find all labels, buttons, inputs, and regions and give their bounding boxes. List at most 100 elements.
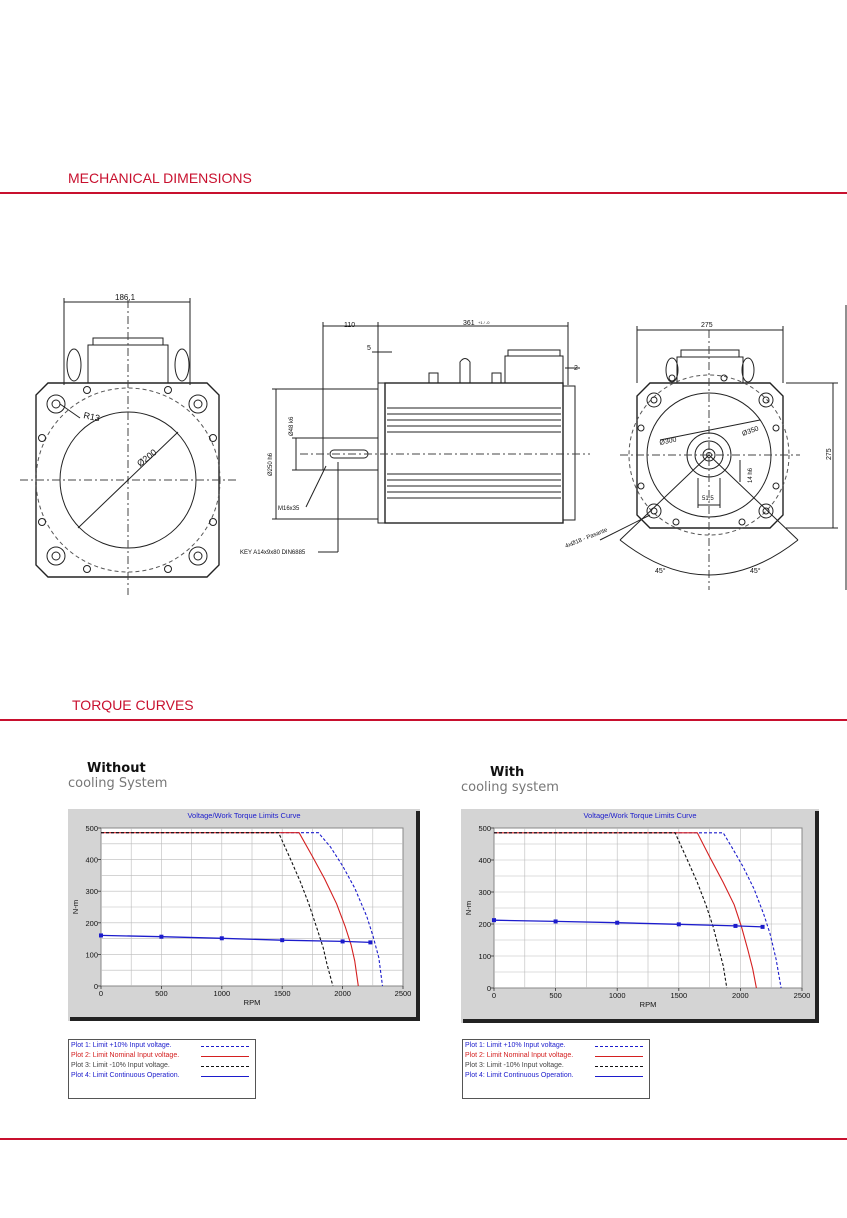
x-tick-label: 1000 [609,991,626,1000]
legend-item-plot3: Plot 3: Limit -10% Input voltage. [71,1062,170,1069]
legend-swatch [201,1056,249,1057]
series-line-plot3 [494,832,728,989]
chart-title: Voltage/Work Torque Limits Curve [583,811,696,820]
front-view [20,298,236,595]
y-tick-label: 400 [478,856,491,865]
side-dim-110: 110 [344,322,355,329]
series-marker-plot4 [492,918,496,923]
caption-with: With [490,765,525,780]
y-tick-label: 0 [94,982,98,991]
y-tick-label: 500 [85,824,98,833]
rear-d51-dim: 51,5 [702,496,714,502]
series-marker-plot4 [340,939,345,944]
legend-item-plot1: Plot 1: Limit +10% Input voltage. [71,1042,172,1049]
x-tick-label: 1500 [670,991,687,1000]
legend-item-plot4: Plot 4: Limit Continuous Operation. [465,1072,574,1079]
y-tick-label: 200 [85,919,98,928]
legend-swatch [201,1046,249,1047]
legend-swatch [201,1066,249,1067]
legend-item-plot2: Plot 2: Limit Nominal Input voltage. [71,1052,180,1059]
x-axis-label: RPM [640,1000,657,1009]
series-line-plot4 [493,919,763,928]
series-line-plot2 [494,832,757,989]
legend-swatch [595,1066,643,1067]
front-diameter-dim: Ø200 [135,447,159,468]
series-marker-plot4 [99,933,103,938]
side-dim-5: 5 [367,345,371,352]
series-marker-plot4 [676,922,681,927]
section-title-torque: TORQUE CURVES [72,697,194,713]
x-tick-label: 1000 [213,989,230,998]
front-width-dim: 186,1 [115,293,136,302]
series-marker-plot4 [760,924,765,929]
side-dim-2: 2 [574,365,578,372]
y-tick-label: 100 [85,950,98,959]
y-tick-label: 500 [478,824,491,833]
legend-without-cooling: Plot 1: Limit +10% Input voltage. Plot 2… [68,1039,256,1099]
rear-height-dim: 275 [826,448,833,460]
spigot-diameter-dim: Ø250 h6 [268,452,274,476]
rear-d350-dim: Ø350 [741,425,760,437]
y-tick-label: 200 [478,920,491,929]
chart-frame-shadow [416,811,420,1021]
x-axis-label: RPM [244,998,261,1007]
x-tick-label: 2500 [395,989,412,998]
shaft-diameter-dim: Ø48 k6 [289,416,295,436]
series-line-plot3 [101,832,334,987]
rear-view [599,305,847,590]
x-tick-label: 2000 [732,991,749,1000]
legend-item-plot4: Plot 4: Limit Continuous Operation. [71,1072,180,1079]
side-dim-361-tol: +1 / -0 [478,320,490,325]
grid [494,828,802,988]
x-tick-label: 1500 [274,989,291,998]
mechanical-drawing: 186,1 R13 Ø200 110 361 +1 / -0 5 2 Ø48 k… [20,293,847,595]
grid [101,828,403,986]
rear-d14-dim: 14 h6 [748,467,754,483]
divider [0,1138,847,1140]
y-axis-label: N-m [71,900,80,914]
chart-frame-shadow [815,811,819,1023]
rear-d300-dim: Ø300 [659,437,677,447]
legend-with-cooling: Plot 1: Limit +10% Input voltage. Plot 2… [462,1039,650,1099]
front-radius-dim: R13 [83,410,101,423]
section-title-mechanical: MECHANICAL DIMENSIONS [68,170,252,186]
legend-item-plot2: Plot 2: Limit Nominal Input voltage. [465,1052,574,1059]
side-dim-361: 361 [463,320,475,327]
legend-swatch [595,1046,643,1047]
x-tick-label: 0 [492,991,496,1000]
legend-item-plot1: Plot 1: Limit +10% Input voltage. [465,1042,566,1049]
series-marker-plot4 [733,923,738,928]
rear-angle-right: 45° [750,567,761,575]
torque-chart-with-cooling: Voltage/Work Torque Limits Curve 0 500 1000… [461,809,819,1023]
divider [0,192,847,194]
legend-swatch [595,1056,643,1057]
caption-without-sub: cooling System [68,776,168,791]
series-marker-plot4 [553,919,558,924]
series-marker-plot4 [280,938,285,943]
side-view [272,322,590,553]
x-tick-label: 0 [99,989,103,998]
x-tick-label: 500 [155,989,168,998]
y-tick-label: 300 [85,887,98,896]
series-marker-plot4 [368,940,373,945]
series-line-plot2 [101,832,359,987]
rear-width-dim: 275 [701,322,713,329]
series-marker-plot4 [615,920,620,925]
chart-title: Voltage/Work Torque Limits Curve [187,811,300,820]
series-line-plot4 [100,934,371,944]
divider [0,719,847,721]
caption-without: Without [87,761,146,776]
series-marker-plot4 [219,936,224,941]
legend-swatch [595,1076,643,1077]
x-tick-label: 2500 [794,991,811,1000]
thread-dim: M16x35 [278,506,300,512]
x-tick-label: 2000 [334,989,351,998]
chart-frame-shadow [70,1017,420,1021]
series-marker-plot4 [159,934,164,939]
legend-item-plot3: Plot 3: Limit -10% Input voltage. [465,1062,564,1069]
legend-swatch [201,1076,249,1077]
y-tick-label: 400 [85,856,98,865]
y-tick-label: 0 [487,984,491,993]
x-tick-label: 500 [549,991,562,1000]
